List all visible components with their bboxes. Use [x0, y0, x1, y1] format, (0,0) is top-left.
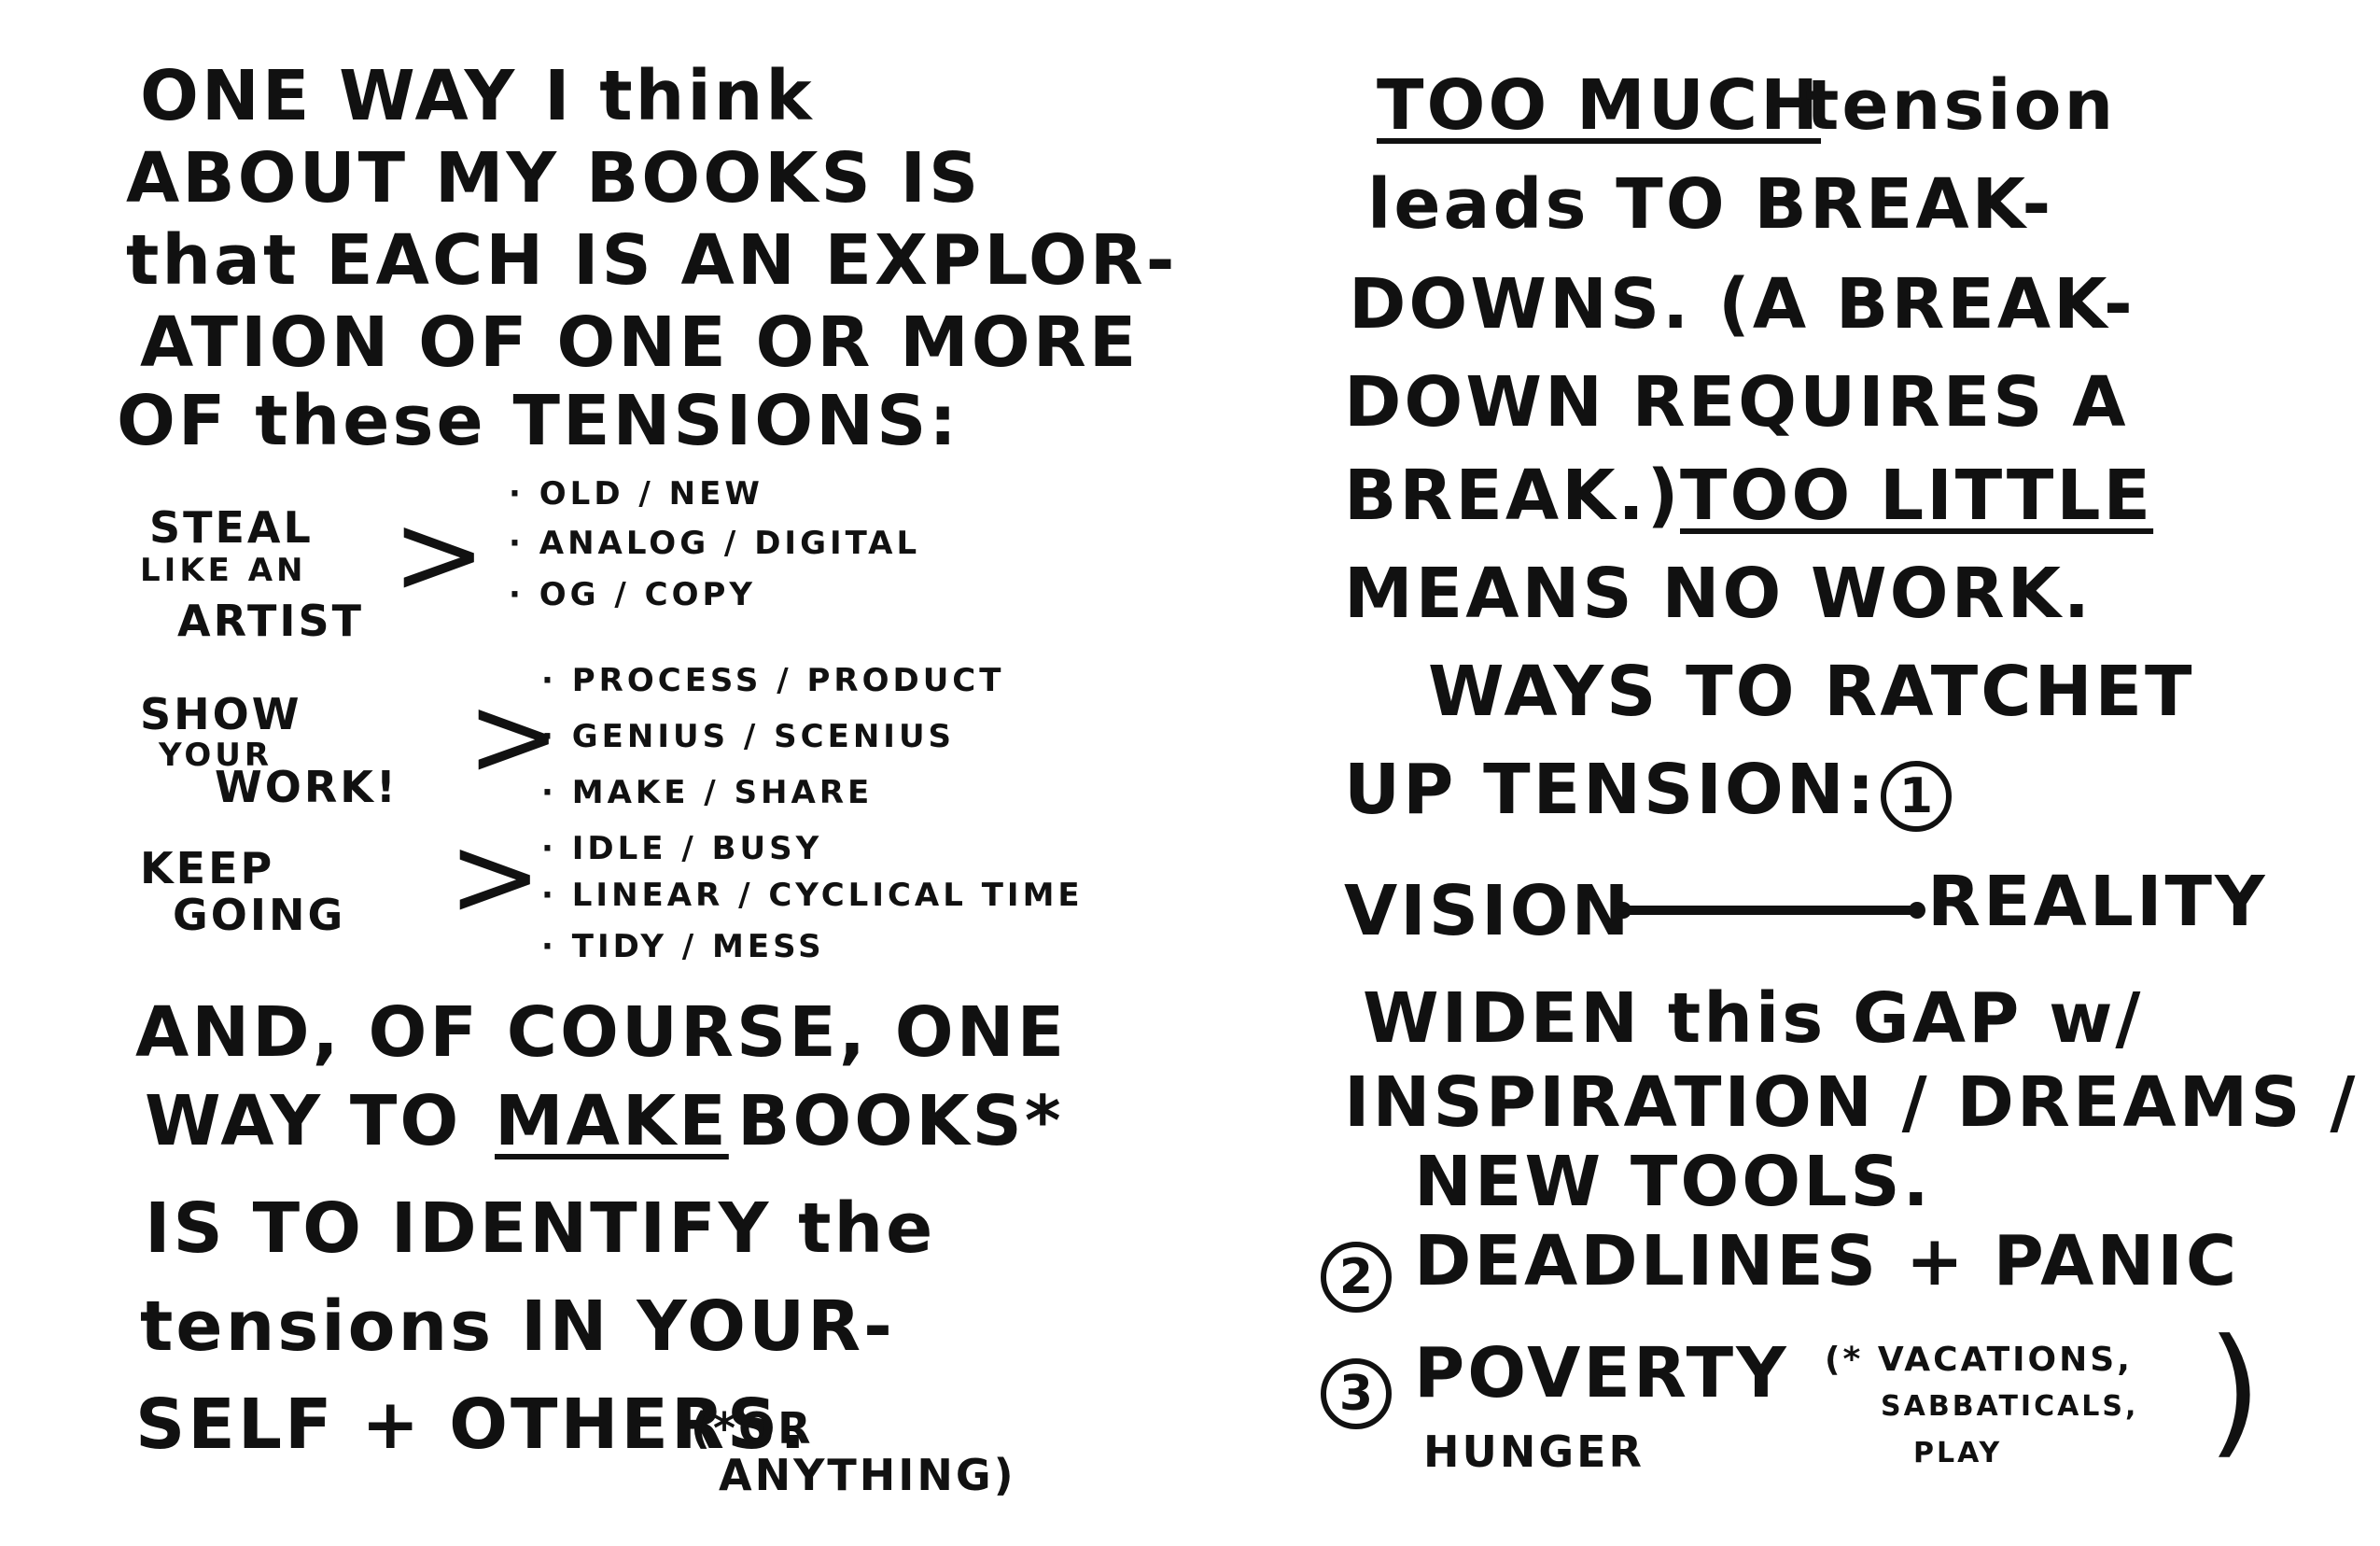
right-line-7: WAYS TO RATCHET	[1428, 652, 2195, 732]
book-title-line: SHOW	[140, 689, 302, 739]
tension-word: tension	[1806, 65, 2117, 146]
aside-line-2: SABBATICALS,	[1881, 1390, 2139, 1423]
outro-line-2a: WAY TO	[145, 1081, 462, 1161]
vision-label: VISION	[1344, 871, 1632, 951]
tension-item: · OLD / NEW	[509, 475, 763, 513]
intro-line-1: ONE WAY I think	[140, 56, 815, 136]
deadlines-line: DEADLINES + PANIC	[1414, 1221, 2240, 1301]
right-line-8: UP TENSION:	[1344, 750, 1878, 830]
outro-line-5: SELF + OTHERS.	[135, 1384, 809, 1465]
chevron-right-icon: >	[392, 490, 486, 620]
book-title-line: ARTIST	[177, 596, 364, 646]
chevron-right-icon: >	[448, 812, 542, 942]
right-line-6: MEANS NO WORK.	[1344, 554, 2093, 634]
right-page: TOO MUCH tension leads TO BREAK- DOWNS. …	[1190, 0, 2380, 1546]
aside-line-1: (* VACATIONS,	[1825, 1341, 2133, 1379]
outro-aside-line-2: ANYTHING)	[719, 1450, 1016, 1500]
close-paren-icon: )	[2207, 1310, 2262, 1472]
tension-item: · PROCESS / PRODUCT	[541, 662, 1005, 699]
tension-item: · OG / COPY	[509, 576, 757, 613]
aside-line-3: PLAY	[1913, 1437, 2003, 1469]
intro-line-5: OF these TENSIONS:	[117, 381, 959, 461]
too-little-underlined: TOO LITTLE	[1680, 456, 2154, 536]
right-line-3: DOWNS. (A BREAK-	[1349, 264, 2135, 344]
reality-label: REALITY	[1927, 862, 2268, 942]
outro-aside-line-1: (*OR	[691, 1403, 814, 1454]
widen-line-3: NEW TOOLS.	[1414, 1142, 1932, 1222]
left-page: ONE WAY I think ABOUT MY BOOKS IS that E…	[117, 56, 1178, 1500]
tension-item: · GENIUS / SCENIUS	[541, 718, 956, 755]
book-title-line: STEAL	[149, 502, 314, 553]
book-title-line: KEEP	[140, 843, 275, 893]
chevron-right-icon: >	[467, 672, 561, 802]
intro-line-2: ABOUT MY BOOKS IS	[126, 138, 982, 218]
number-1-circle-icon: 1	[1881, 761, 1952, 832]
outro-line-3: IS TO IDENTIFY the	[145, 1188, 936, 1269]
number-2-circle-icon: 2	[1321, 1242, 1392, 1313]
right-line-4: DOWN REQUIRES A	[1344, 362, 2129, 443]
right-line-5a: BREAK.)	[1344, 456, 1682, 536]
widen-line-1: WIDEN this GAP w/	[1363, 978, 2144, 1059]
intro-line-3: that EACH IS AN EXPLOR-	[126, 220, 1178, 301]
too-much-underlined: TOO MUCH	[1377, 65, 1822, 146]
gap-line	[1619, 906, 1918, 915]
tension-item: · TIDY / MESS	[541, 928, 825, 965]
hunger-line: HUNGER	[1423, 1427, 1645, 1477]
book-title-line: WORK!	[215, 762, 399, 812]
widen-line-2: INSPIRATION / DREAMS /	[1344, 1062, 2359, 1143]
outro-make-underlined: MAKE	[495, 1081, 729, 1161]
outro-books: BOOKS*	[737, 1081, 1064, 1161]
gap-end-dot	[1909, 902, 1925, 919]
intro-line-4: ATION OF ONE OR MORE	[140, 302, 1140, 383]
number-3-circle-icon: 3	[1321, 1358, 1392, 1429]
tension-item: · MAKE / SHARE	[541, 774, 874, 811]
outro-line-4: tensions IN YOUR-	[140, 1286, 895, 1367]
tension-item: · LINEAR / CYCLICAL TIME	[541, 877, 1084, 914]
tension-item: · IDLE / BUSY	[541, 830, 823, 867]
right-line-2: leads TO BREAK-	[1367, 164, 2054, 245]
poverty-line: POVERTY	[1414, 1333, 1789, 1413]
book-title-line: YOUR	[159, 737, 273, 774]
tension-item: · ANALOG / DIGITAL	[509, 525, 921, 562]
book-title-line: LIKE AN	[140, 552, 307, 589]
book-title-line: GOING	[173, 890, 346, 940]
outro-line-1: AND, OF COURSE, ONE	[135, 992, 1068, 1073]
